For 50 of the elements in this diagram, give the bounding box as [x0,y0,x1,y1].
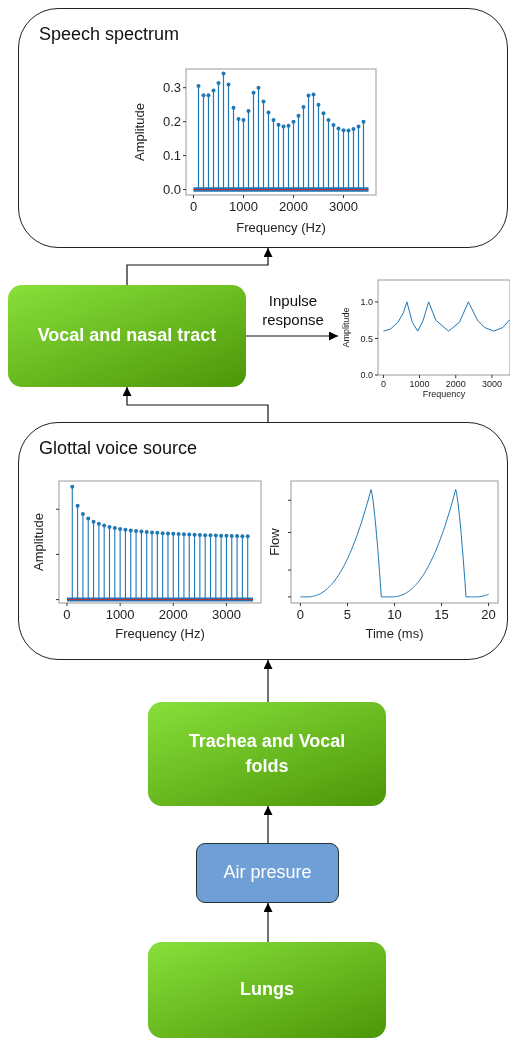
tick-label: 0.1 [162,148,181,164]
panel [18,8,508,248]
tick-label: 5 [343,607,352,622]
arrow [245,331,339,341]
box-label: Lungs [240,978,294,1002]
process-box [148,942,386,1038]
tick-label: 2000 [279,199,308,214]
process-box [196,843,339,903]
tick-label: 3000 [212,607,241,622]
box-label: Trachea and Vocal folds [187,729,347,778]
tick-label: 0 [296,607,305,622]
tick-label: 3000 [329,199,358,214]
tick-label: 10 [387,607,402,622]
axis-title: Amplitude [341,307,351,348]
tick-label: 3000 [481,379,502,389]
axis-title: Flow [267,528,282,556]
tick-label: 0.0 [162,182,181,198]
process-box [8,285,246,387]
tick-label: 2000 [445,379,466,389]
axis-title: Amplitude [31,513,46,571]
axis-title: Frequency (Hz) [115,626,205,641]
tick-label: 0 [189,199,198,214]
tick-label: 1.0 [360,297,373,308]
tick-label: 15 [434,607,449,622]
tick-label: 1000 [229,199,258,214]
box-label: Air presure [223,861,312,885]
panel-title: Speech spectrum [39,23,181,46]
panel-title: Glottal voice source [39,437,199,460]
tick-label: 0 [63,607,71,622]
tick-label: 1000 [409,379,430,389]
tick-label: 20 [481,607,496,622]
arrow [263,659,273,703]
axis-title: Amplitude [132,103,147,161]
axis-title: Frequency (Hz) [236,220,326,235]
arrow [263,805,273,844]
arrow [122,386,269,423]
box-label: Vocal and nasal tract [37,324,217,348]
tick-label: 2000 [158,607,188,622]
tick-label: 0.3 [162,80,181,96]
axis-title: Time (ms) [365,626,424,641]
arrow [126,247,273,286]
process-box [148,702,386,806]
tick-label: 0.5 [360,333,373,344]
panel [18,422,508,660]
tick-label: 0.2 [162,114,181,130]
arrow [263,902,273,943]
tick-label: 1000 [105,607,135,622]
tick-label: 0 [380,379,386,389]
tick-label: 0.0 [360,370,373,381]
axis-title: Frequency [422,389,466,399]
